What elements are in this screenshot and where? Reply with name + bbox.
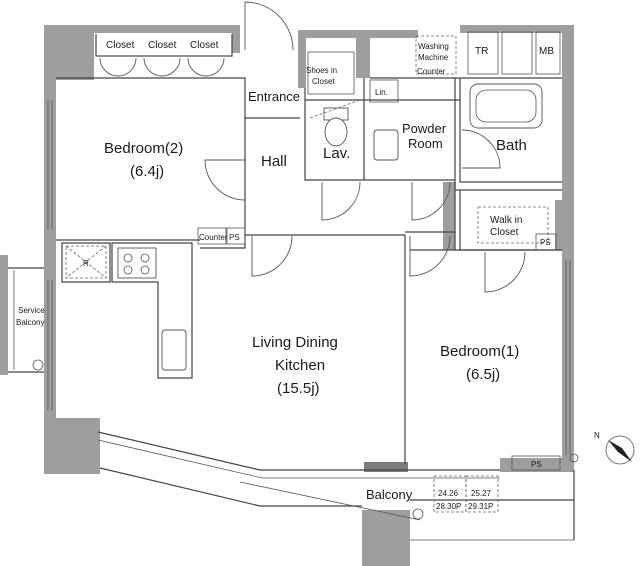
tr-label: TR xyxy=(475,46,488,57)
bedroom1-name: Bedroom(1) xyxy=(440,343,519,360)
compass-arrow-icon xyxy=(608,440,632,462)
mb-label: MB xyxy=(539,46,554,57)
balcony-label: Balcony xyxy=(366,487,413,502)
fixtures xyxy=(32,31,579,520)
living-line2: Kitchen xyxy=(275,357,325,374)
powder-room-line1: Powder xyxy=(402,121,447,136)
ps-label-hall: PS xyxy=(229,233,240,242)
closet-label-2: Closet xyxy=(148,40,177,51)
walk-in-closet-line1: Walk in xyxy=(490,215,522,226)
ac-unit-1-top: 24.26 xyxy=(438,489,459,498)
shoes-closet-line1: Shoes in xyxy=(306,66,337,75)
structural-walls xyxy=(0,25,574,566)
compass-label: N xyxy=(594,431,600,440)
bedroom2-size: (6.4j) xyxy=(130,163,164,180)
lav-label: Lav. xyxy=(323,145,350,162)
compass: N xyxy=(594,431,635,465)
washing-machine-line1: Washing xyxy=(418,42,449,51)
windows xyxy=(47,100,571,455)
entrance-label: Entrance xyxy=(248,89,300,104)
counter-label-hall: Counter xyxy=(199,233,228,242)
service-balcony-line1: Service xyxy=(18,306,45,315)
walk-in-closet-line2: Closet xyxy=(490,227,519,238)
ac-unit-1-bottom: 28.30P xyxy=(436,502,461,511)
counter-label-entry: Counter xyxy=(417,67,446,76)
ps-label-wic: PS xyxy=(540,238,551,247)
closet-label-1: Closet xyxy=(106,40,135,51)
room-labels: Closet Closet Closet Bedroom(2) (6.4j) E… xyxy=(16,40,554,511)
bedroom2-name: Bedroom(2) xyxy=(104,140,183,157)
bedroom1-size: (6.5j) xyxy=(466,366,500,383)
lin-label: Lin. xyxy=(375,88,388,97)
powder-room-line2: Room xyxy=(408,136,443,151)
living-size: (15.5j) xyxy=(277,380,320,397)
washing-machine-line2: Machine xyxy=(418,53,449,62)
ac-unit-2-bottom: 29.31P xyxy=(468,502,493,511)
doors xyxy=(99,1,526,293)
ps-label-bedroom1: PS xyxy=(531,460,542,469)
living-line1: Living Dining xyxy=(252,334,338,351)
closet-label-3: Closet xyxy=(190,40,219,51)
refrigerator-label: R xyxy=(83,259,89,268)
bath-label: Bath xyxy=(496,137,527,154)
service-balcony-line2: Balcony xyxy=(16,318,44,327)
hall-label: Hall xyxy=(261,153,287,170)
ac-unit-2-top: 25.27 xyxy=(471,489,492,498)
shoes-closet-line2: Closet xyxy=(312,77,335,86)
